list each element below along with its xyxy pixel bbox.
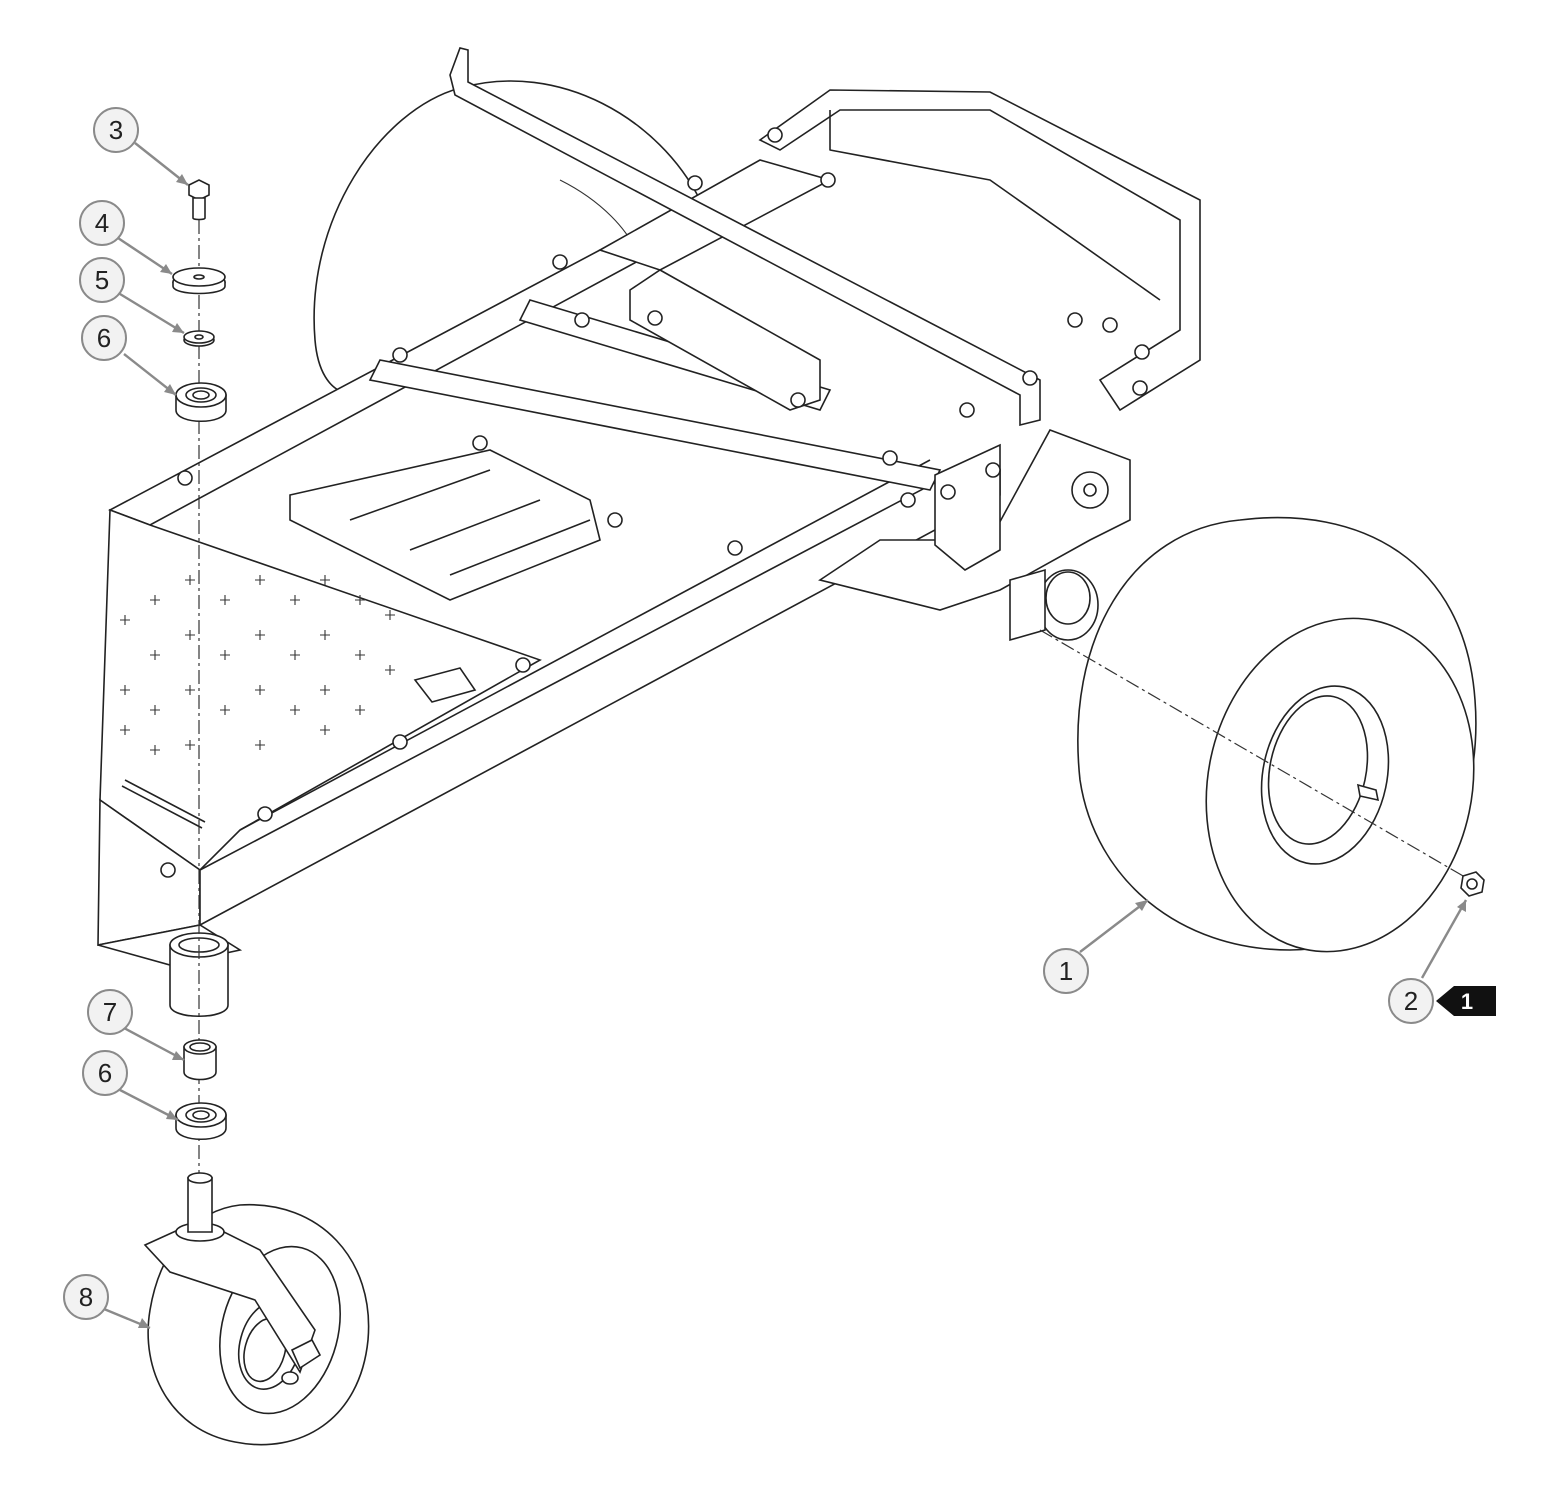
caster-wheel-assembly (143, 1172, 370, 1446)
callout-5-label: 5 (95, 265, 109, 295)
callout-1-label: 1 (1059, 956, 1073, 986)
callout-4: 4 (79, 200, 125, 246)
callout-7-label: 7 (103, 997, 117, 1027)
callout-8: 8 (63, 1274, 109, 1320)
callout-1: 1 (1043, 948, 1089, 994)
callout-2: 2 (1388, 978, 1434, 1024)
upper-bearing (175, 382, 227, 422)
leader-arrowheads (138, 174, 1466, 1328)
callout-2-label: 2 (1404, 986, 1418, 1016)
reference-tag-label: 1 (1461, 989, 1473, 1014)
callout-7: 7 (87, 989, 133, 1035)
reference-tag: 1 (1436, 986, 1496, 1016)
callout-5: 5 (79, 257, 125, 303)
small-washer (183, 330, 215, 347)
deck-perforations (120, 575, 395, 755)
callout-3-label: 3 (109, 115, 123, 145)
caster-bolt (188, 179, 210, 221)
callout-6-upper: 6 (81, 315, 127, 361)
callout-3: 3 (93, 107, 139, 153)
callout-4-label: 4 (95, 208, 109, 238)
lower-bearing (175, 1102, 227, 1140)
spacer-bushing (183, 1039, 217, 1081)
callout-6-lower: 6 (82, 1050, 128, 1096)
large-washer (172, 267, 226, 295)
lug-nut (1460, 871, 1485, 897)
mower-frame (97, 47, 1201, 1018)
callout-8-label: 8 (79, 1282, 93, 1312)
callout-6-upper-label: 6 (97, 323, 111, 353)
callout-6-lower-label: 6 (98, 1058, 112, 1088)
frame-bolts (160, 127, 1150, 878)
rear-tire (1039, 516, 1477, 953)
